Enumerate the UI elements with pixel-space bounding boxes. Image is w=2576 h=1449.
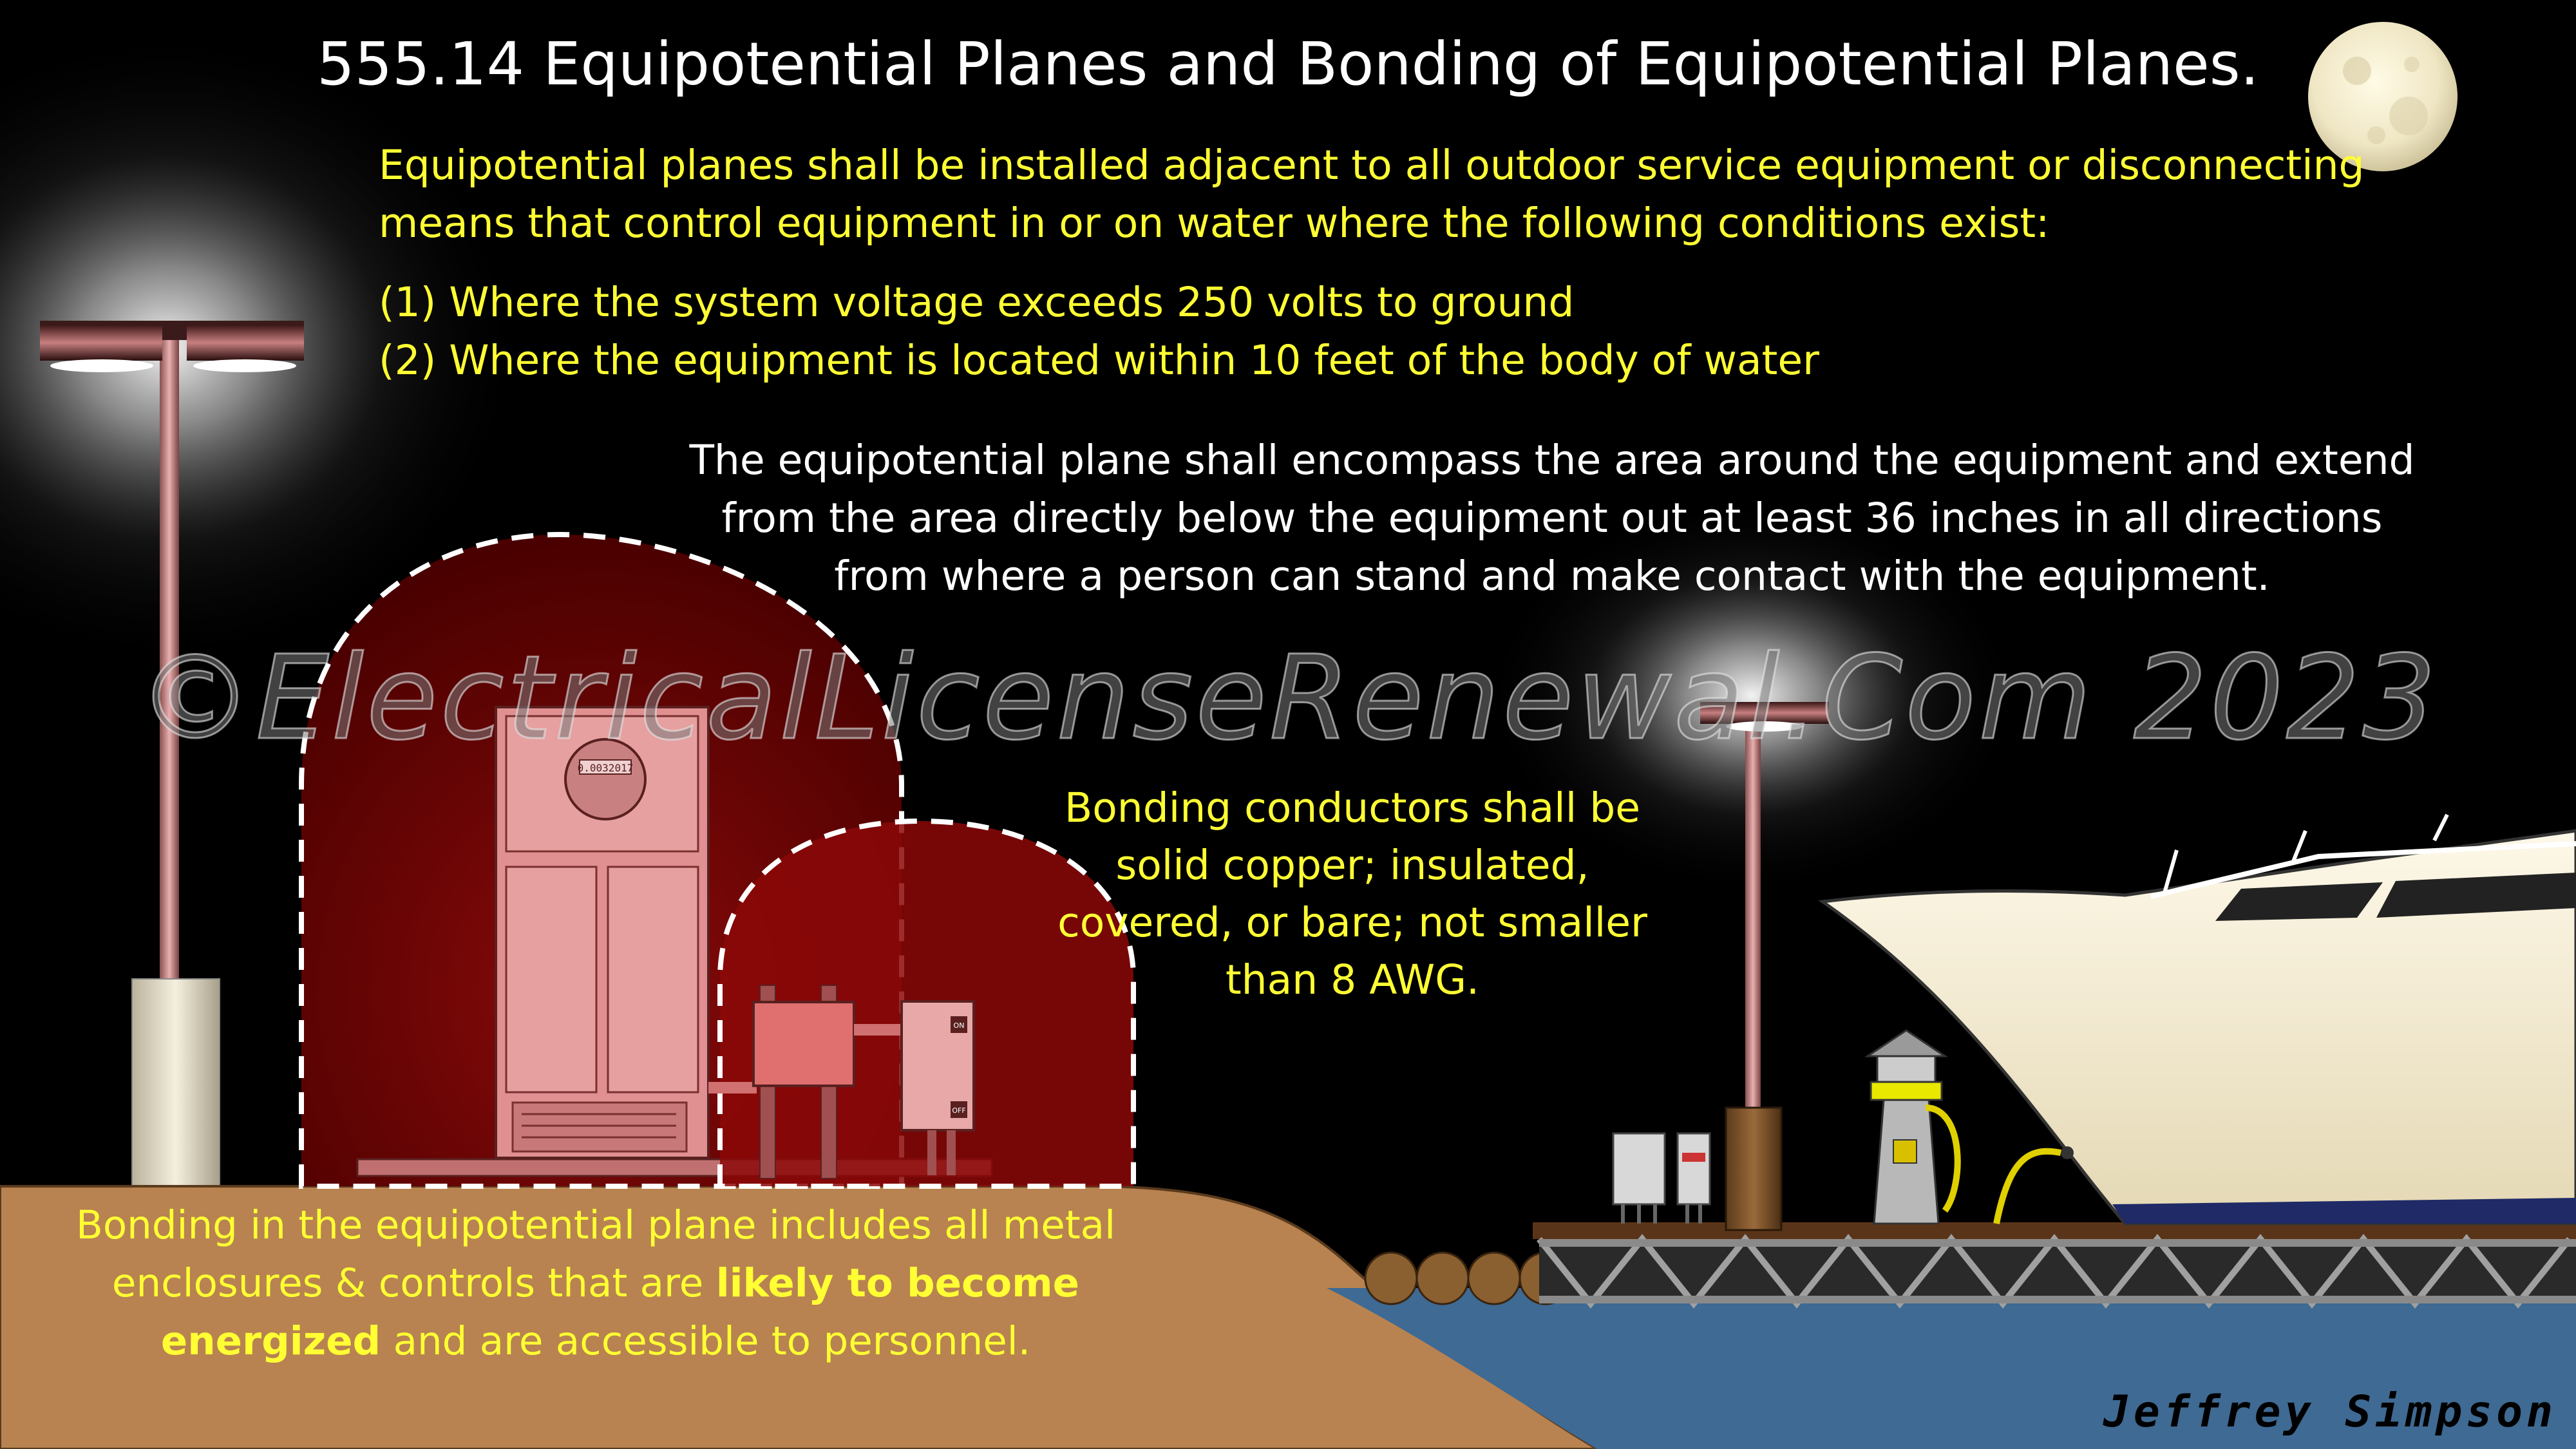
condition-2: (2) Where the equipment is located withi… bbox=[379, 337, 1820, 384]
bonding-conductors-text: Bonding conductors shall be solid copper… bbox=[1057, 784, 1647, 1003]
meter-label: 0.0032017 bbox=[578, 762, 634, 774]
moon bbox=[2308, 22, 2458, 171]
service-panel: 0.0032017 bbox=[356, 706, 993, 1177]
bonding-plane-text-after: and are accessible to personnel. bbox=[381, 1318, 1031, 1364]
dock bbox=[1533, 1222, 2576, 1309]
switch-on-label: ON bbox=[954, 1021, 965, 1030]
bonding-plane-text: Bonding in the equipotential plane inclu… bbox=[6, 1197, 1185, 1370]
disconnect-switch: ON OFF bbox=[900, 1000, 975, 1175]
dock-light bbox=[1700, 702, 1829, 1231]
watermark: ©ElectricalLicenseRenewal.Com 2023 bbox=[137, 630, 2439, 767]
intro-text: Equipotential planes shall be installed … bbox=[379, 142, 2365, 247]
bonding-plane-emphasis: likely to become energized bbox=[160, 1260, 1080, 1364]
author-signature: Jeffrey Simpson bbox=[2103, 1387, 2557, 1437]
junction-box bbox=[708, 985, 904, 1179]
dock-disconnects bbox=[1612, 1132, 1711, 1224]
water bbox=[1327, 1288, 2576, 1449]
page-title: 555.14 Equipotential Planes and Bonding … bbox=[317, 30, 2259, 99]
bonding-plane-text-before: Bonding in the equipotential plane inclu… bbox=[75, 1202, 1116, 1306]
street-light-left bbox=[40, 321, 304, 1192]
power-pedestal bbox=[1864, 1029, 2061, 1225]
switch-off-label: OFF bbox=[952, 1106, 965, 1115]
boat bbox=[1818, 813, 2576, 1226]
plane-extent-text: The equipotential plane shall encompass … bbox=[689, 437, 2415, 600]
condition-1: (1) Where the system voltage exceeds 250… bbox=[379, 279, 1575, 326]
